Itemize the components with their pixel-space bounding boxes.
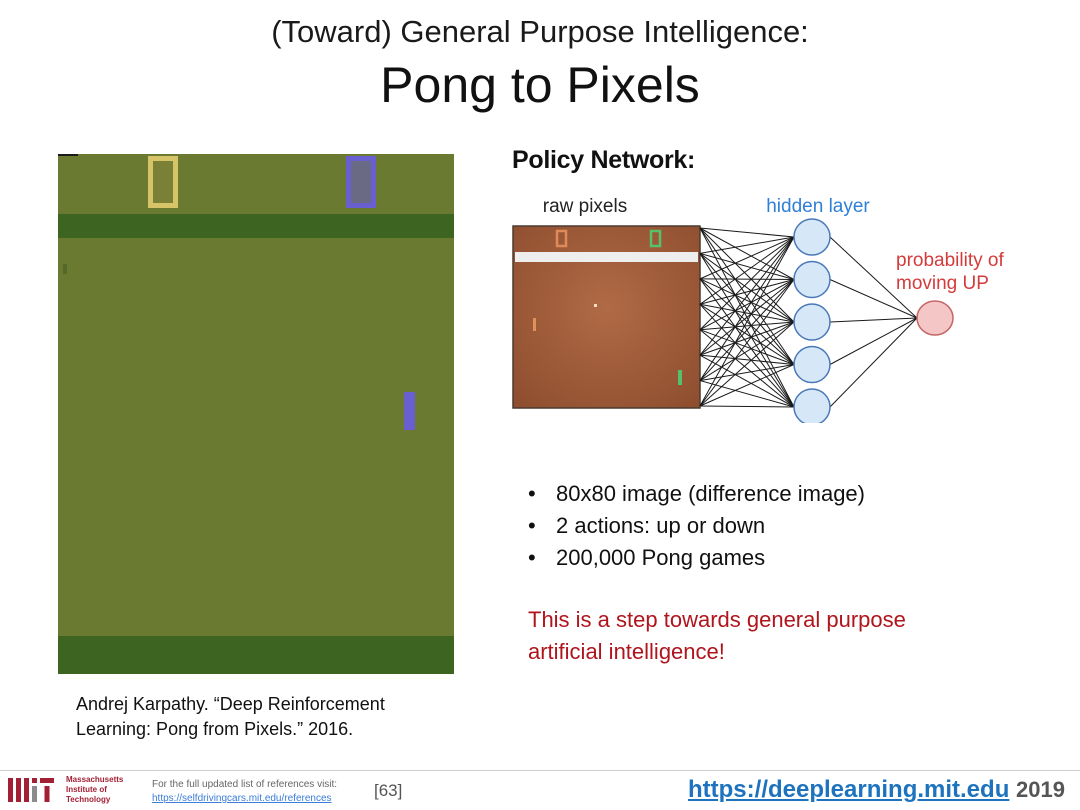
- pong-game-screenshot: [58, 154, 454, 674]
- raw-pixels-label: raw pixels: [543, 196, 627, 217]
- input-hidden-connection: [699, 321, 795, 356]
- input-hidden-connection: [699, 236, 795, 356]
- input-hidden-connection: [699, 236, 795, 381]
- hidden-node: [793, 388, 831, 423]
- mit-wordmark: Massachusetts Institute of Technology: [66, 775, 123, 805]
- hidden-node: [793, 345, 831, 384]
- hidden-output-connection: [829, 317, 918, 408]
- mit-logo-icon: [8, 778, 54, 802]
- network-connections: [699, 227, 918, 408]
- references-link[interactable]: https://selfdrivingcars.mit.edu/referenc…: [152, 793, 332, 804]
- bullet-item: 2 actions: up or down: [528, 510, 1028, 542]
- citation-line-2: Learning: Pong from Pixels.” 2016.: [76, 719, 354, 739]
- input-hidden-connection: [699, 227, 795, 238]
- mit-wordmark-line: Technology: [66, 795, 111, 804]
- hidden-output-connection: [829, 317, 918, 365]
- slide-subtitle: (Toward) General Purpose Intelligence:: [271, 14, 809, 49]
- hidden-node: [793, 218, 831, 256]
- input-hidden-connection: [699, 236, 795, 305]
- bottom-wall-band: [58, 636, 454, 674]
- input-hidden-connection: [699, 253, 795, 323]
- output-node: [916, 300, 954, 336]
- left-score-digit: [148, 156, 178, 208]
- hidden-node: [793, 303, 831, 341]
- input-hidden-connection: [699, 279, 795, 305]
- input-hidden-connection: [699, 252, 795, 280]
- frame-left-paddle: [533, 318, 536, 331]
- right-paddle: [404, 392, 415, 430]
- callout-line-1: This is a step towards general purpose: [528, 607, 906, 632]
- input-hidden-connection: [699, 278, 795, 280]
- hidden-output-connection: [829, 279, 918, 319]
- footer-divider: [0, 770, 1080, 771]
- corner-mark: [58, 154, 78, 156]
- input-hidden-connection: [699, 329, 795, 408]
- policy-network-heading: Policy Network:: [512, 146, 696, 174]
- hidden-output-connection: [829, 236, 918, 319]
- course-year: 2019: [1016, 777, 1065, 802]
- raw-pixels-frame: [512, 225, 701, 409]
- input-hidden-connection: [699, 236, 795, 331]
- input-hidden-connection: [699, 227, 795, 323]
- slide-title: Pong to Pixels: [380, 57, 700, 113]
- bullet-item: 200,000 Pong games: [528, 542, 1028, 574]
- mit-wordmark-line: Massachusetts: [66, 775, 124, 784]
- hidden-output-connection: [829, 317, 918, 323]
- input-hidden-connection: [699, 279, 795, 381]
- input-hidden-connection: [699, 236, 795, 407]
- bullet-list: 80x80 image (difference image) 2 actions…: [528, 478, 1028, 574]
- left-paddle: [63, 264, 67, 274]
- frame-right-score: [649, 229, 662, 248]
- output-label-line-2: moving UP: [896, 273, 989, 294]
- input-hidden-connection: [699, 227, 795, 280]
- frame-left-score: [555, 229, 568, 248]
- input-hidden-connection: [699, 279, 795, 331]
- right-score-digit: [346, 156, 376, 208]
- top-wall-band: [58, 214, 454, 238]
- policy-network-diagram: raw pixels hidden layer probability of m…: [512, 196, 1004, 423]
- references-note: For the full updated list of references …: [152, 779, 338, 790]
- input-hidden-connection: [699, 236, 795, 280]
- input-hidden-connection: [699, 236, 795, 254]
- frame-ball: [594, 304, 597, 307]
- input-hidden-connection: [699, 405, 795, 408]
- citation: Andrej Karpathy. “Deep Reinforcement Lea…: [76, 692, 476, 742]
- input-hidden-connection: [699, 321, 795, 331]
- input-hidden-connection: [699, 321, 795, 407]
- hidden-node: [793, 260, 831, 299]
- output-label-line-1: probability of: [896, 250, 1004, 271]
- network-nodes: [793, 218, 954, 423]
- course-website-link[interactable]: https://deeplearning.mit.edu: [688, 776, 1010, 803]
- citation-line-1: Andrej Karpathy. “Deep Reinforcement: [76, 694, 385, 714]
- input-hidden-connection: [699, 279, 795, 407]
- frame-right-paddle: [678, 370, 682, 385]
- reference-number: [63]: [374, 781, 403, 800]
- input-hidden-connection: [699, 364, 795, 407]
- mit-wordmark-line: Institute of: [66, 785, 107, 794]
- input-hidden-connection: [699, 278, 795, 323]
- hidden-layer-label: hidden layer: [766, 196, 870, 217]
- callout-line-2: artificial intelligence!: [528, 639, 725, 664]
- input-hidden-connection: [699, 303, 795, 323]
- input-hidden-connection: [699, 279, 795, 356]
- input-hidden-connection: [699, 364, 795, 382]
- callout-text: This is a step towards general purpose a…: [528, 604, 1008, 668]
- bullet-item: 80x80 image (difference image): [528, 478, 1028, 510]
- input-hidden-connection: [699, 321, 795, 381]
